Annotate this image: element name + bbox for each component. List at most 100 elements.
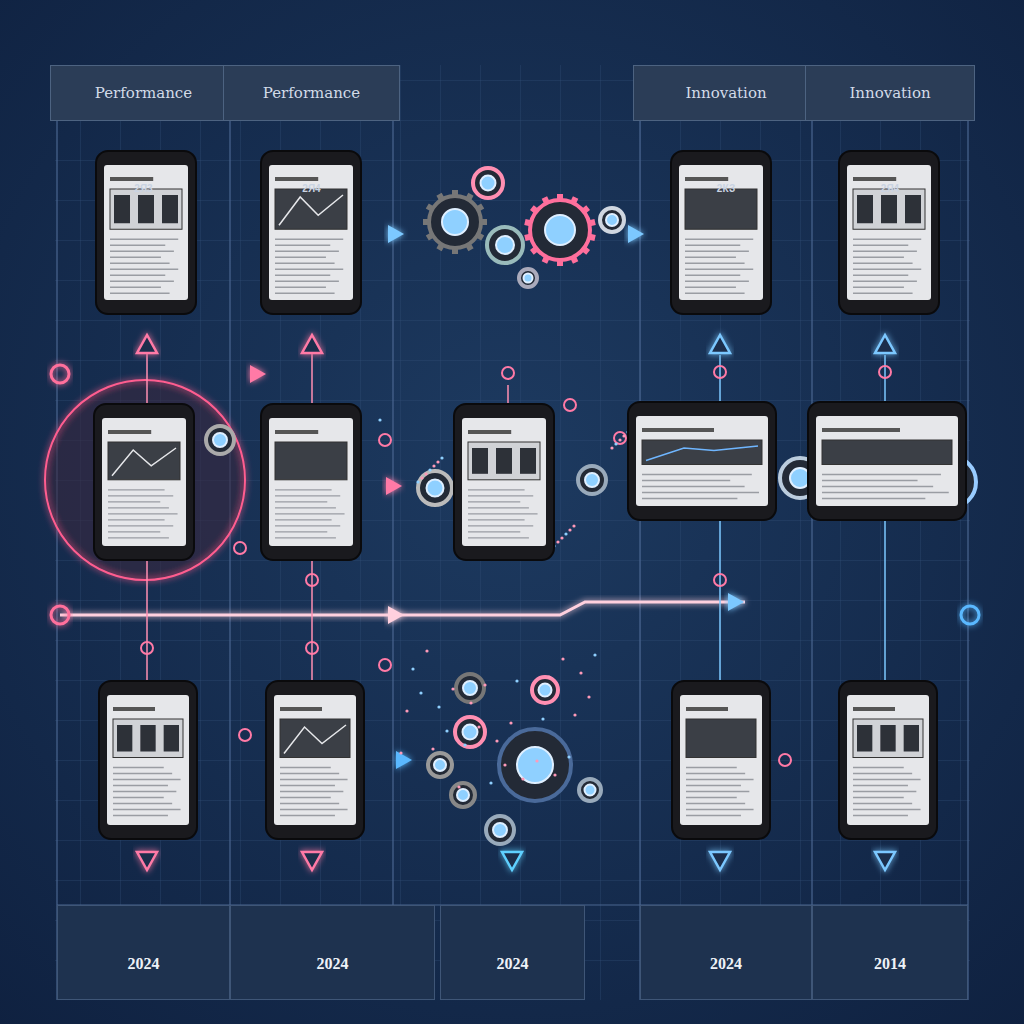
particle (541, 717, 544, 720)
column-line (639, 65, 640, 1000)
particle (399, 751, 402, 754)
particle (579, 671, 582, 674)
particle (564, 532, 567, 535)
particle (445, 729, 448, 732)
connector-line (146, 560, 148, 690)
particle (622, 434, 625, 437)
triangle-marker (502, 852, 522, 870)
arrow-head (396, 751, 412, 769)
phone-mockup (454, 404, 554, 560)
arrow-head (388, 225, 404, 243)
gear (579, 779, 601, 801)
small-dot (879, 366, 891, 378)
particle (573, 713, 576, 716)
particle (437, 705, 440, 708)
phone-mockup (671, 151, 771, 314)
particle (420, 476, 423, 479)
connector-line (884, 355, 886, 408)
phone-mockup (94, 404, 194, 560)
gear (423, 190, 487, 254)
particle (424, 472, 427, 475)
header-title: Innovation (685, 84, 766, 102)
gear (600, 208, 624, 232)
column-line (811, 65, 812, 1000)
particle (419, 691, 422, 694)
connector-line (884, 520, 886, 690)
particle (411, 667, 414, 670)
small-dot (614, 432, 626, 444)
particle (587, 695, 590, 698)
particle (425, 649, 428, 652)
small-dot (379, 434, 391, 446)
timeline (60, 602, 745, 615)
particle (431, 747, 434, 750)
gear (487, 227, 523, 263)
phone-mockup (99, 681, 197, 839)
header-year: 2Я3 (51, 183, 236, 194)
particle (477, 725, 480, 728)
arrow-head (250, 365, 266, 383)
connector-line (719, 520, 721, 690)
small-dot (141, 642, 153, 654)
column-line (392, 65, 393, 1000)
year-panel: 2024 (57, 905, 230, 1000)
gear (578, 466, 606, 494)
arrow-head (628, 225, 644, 243)
small-dot (239, 729, 251, 741)
gear (524, 194, 596, 266)
panel-year: 2024 (497, 955, 529, 973)
particle (556, 540, 559, 543)
particle (515, 679, 518, 682)
triangle-marker (137, 335, 157, 353)
panel-year: 2024 (128, 955, 160, 973)
triangle-marker (302, 852, 322, 870)
particle (572, 524, 575, 527)
header-year: 2Я4 (224, 183, 399, 194)
gear (519, 269, 537, 287)
triangle-marker (875, 852, 895, 870)
particle (535, 759, 538, 762)
small-dot (779, 754, 791, 766)
phone-mockup (261, 151, 361, 314)
connector-line (311, 560, 313, 690)
timeline-node (961, 606, 979, 624)
gear (456, 674, 484, 702)
gear (455, 717, 485, 747)
header-year: 2КЗ (634, 183, 818, 194)
column-header: Performance2Я4 (223, 65, 400, 121)
year-panel: 2014 (812, 905, 968, 1000)
particle (560, 536, 563, 539)
header-title: Performance (263, 84, 360, 102)
arrow-head (728, 593, 744, 611)
particle (509, 721, 512, 724)
particle (416, 480, 419, 483)
particle (457, 785, 460, 788)
triangle-marker (302, 335, 322, 353)
particle (428, 468, 431, 471)
particle (567, 755, 570, 758)
timeline-node (51, 365, 69, 383)
column-header: Performance2Я3 (50, 65, 237, 121)
arrow-head (386, 477, 402, 495)
phone-mockup (839, 681, 937, 839)
triangle-marker (710, 852, 730, 870)
particle (378, 418, 381, 421)
phone-mockup (628, 402, 776, 520)
particle (610, 446, 613, 449)
particle (561, 657, 564, 660)
connector-line (146, 345, 148, 408)
particle (553, 773, 556, 776)
gear (428, 753, 452, 777)
small-dot (714, 574, 726, 586)
particle (436, 460, 439, 463)
particle (405, 709, 408, 712)
small-dot (714, 366, 726, 378)
connector-line (311, 345, 313, 408)
gear (532, 677, 558, 703)
timeline (60, 373, 275, 376)
small-dot (564, 399, 576, 411)
year-panel: 2024 (440, 905, 585, 1000)
small-dot (379, 659, 391, 671)
particle (568, 528, 571, 531)
